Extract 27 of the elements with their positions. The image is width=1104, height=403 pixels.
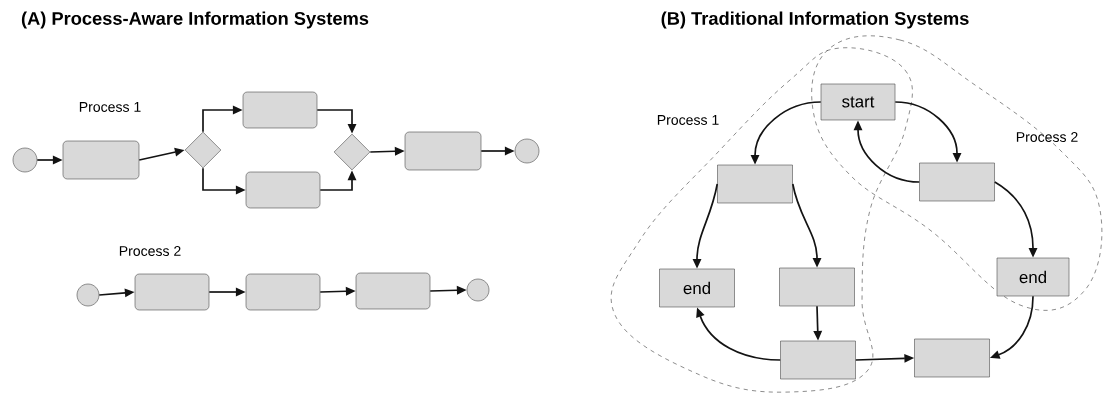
process-label: Process 1 bbox=[79, 102, 141, 112]
activity-box bbox=[717, 164, 793, 204]
activity-box bbox=[134, 273, 210, 311]
activity-box bbox=[919, 162, 995, 202]
terminal-box: end bbox=[996, 257, 1070, 297]
activity-box bbox=[62, 140, 140, 180]
activity-box bbox=[245, 171, 321, 209]
activity-box bbox=[245, 273, 321, 311]
process-label: Process 2 bbox=[1016, 132, 1078, 142]
activity-box bbox=[355, 272, 431, 310]
event-circle bbox=[76, 283, 100, 307]
activity-box bbox=[242, 91, 318, 129]
activity-box bbox=[404, 131, 482, 171]
process-label: Process 1 bbox=[657, 115, 719, 125]
event-circle bbox=[466, 278, 490, 302]
panel-title: (B) Traditional Information Systems bbox=[661, 11, 969, 29]
gateway-diamond bbox=[184, 131, 222, 169]
terminal-box: end bbox=[659, 268, 735, 308]
terminal-box: start bbox=[820, 83, 896, 121]
event-circle bbox=[12, 147, 38, 173]
event-circle bbox=[514, 138, 540, 164]
panel-title: (A) Process-Aware Information Systems bbox=[21, 11, 369, 29]
activity-box bbox=[914, 338, 990, 378]
activity-box bbox=[780, 340, 856, 380]
process-label: Process 2 bbox=[119, 246, 181, 256]
activity-box bbox=[779, 267, 855, 307]
gateway-diamond bbox=[333, 133, 371, 171]
